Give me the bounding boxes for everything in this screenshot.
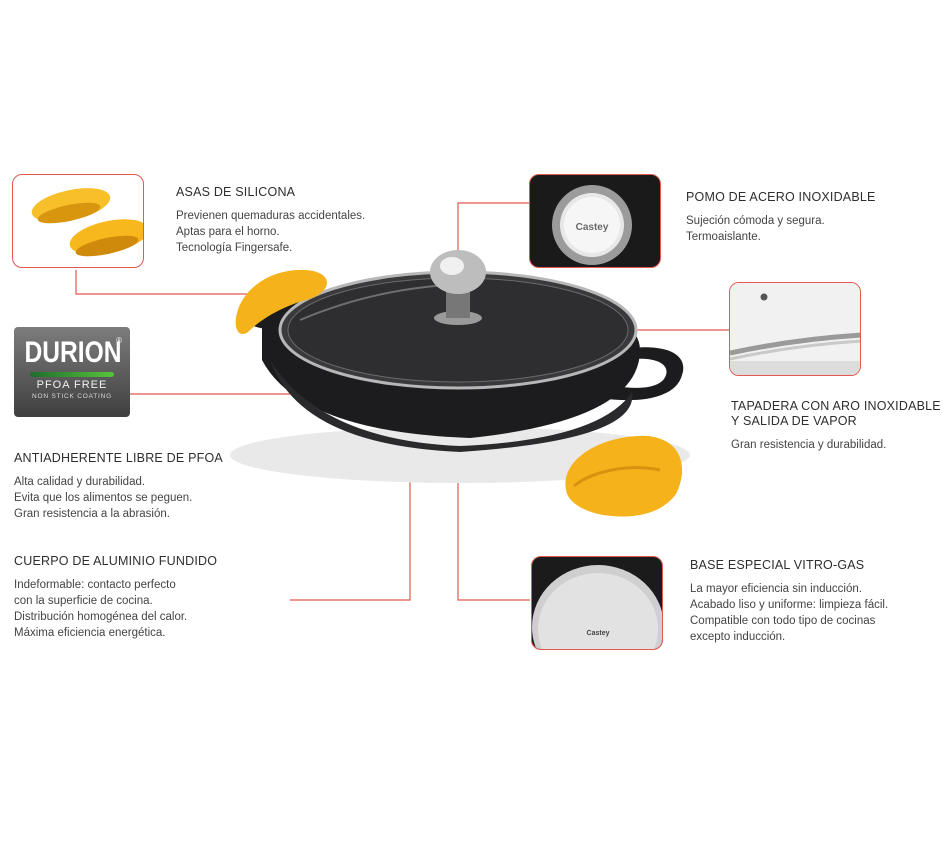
feature-base-title: BASE ESPECIAL VITRO-GAS	[690, 558, 865, 572]
registered-mark: ®	[116, 336, 122, 345]
feature-coating-line: Gran resistencia a la abrasión.	[14, 508, 170, 520]
feature-base-line: Compatible con todo tipo de cocinas	[690, 615, 876, 627]
feature-knob-line: Sujeción cómoda y segura.	[686, 215, 825, 227]
base-brand-text: Castey	[587, 630, 610, 637]
durion-non-stick: NON STICK COATING	[32, 393, 112, 400]
feature-coating-line: Evita que los alimentos se peguen.	[14, 492, 193, 504]
feature-base: BASE ESPECIAL VITRO-GAS La mayor eficien…	[690, 558, 945, 645]
durion-swoosh	[30, 372, 114, 377]
feature-body-title: CUERPO DE ALUMINIO FUNDIDO	[14, 554, 218, 568]
leader-knob	[457, 202, 530, 250]
feature-body-line: Distribución homogénea del calor.	[14, 611, 188, 623]
feature-handles-title: ASAS DE SILICONA	[176, 185, 296, 199]
feature-lid-title-1: TAPADERA CON ARO INOXIDABLE	[731, 399, 941, 413]
feature-knob-title: POMO DE ACERO INOXIDABLE	[686, 190, 876, 204]
feature-base-line: excepto inducción.	[690, 631, 786, 643]
silicone-handles-image	[31, 188, 143, 257]
silicone-handles-thumbnail	[12, 174, 144, 268]
feature-knob-line: Termoaislante.	[686, 231, 761, 243]
feature-body-line: Máxima eficiencia energética.	[14, 627, 166, 639]
base-thumbnail: Castey	[531, 556, 663, 650]
feature-handles-line: Aptas para el horno.	[176, 226, 280, 238]
feature-lid: TAPADERA CON ARO INOXIDABLE Y SALIDA DE …	[731, 399, 949, 453]
leader-handles	[75, 270, 280, 295]
feature-base-line: La mayor eficiencia sin inducción.	[690, 583, 862, 595]
feature-handles-line: Previenen quemaduras accidentales.	[176, 210, 366, 222]
feature-coating-line: Alta calidad y durabilidad.	[14, 476, 146, 488]
leader-base	[457, 460, 530, 601]
base-closeup-image: Castey	[532, 565, 662, 649]
feature-handles: ASAS DE SILICONA Previenen quemaduras ac…	[176, 185, 436, 256]
durion-logo: ® DURION PFOA FREE NON STICK COATING	[14, 327, 130, 417]
durion-pfoa-free: PFOA FREE	[36, 379, 108, 391]
feature-handles-line: Tecnología Fingersafe.	[176, 242, 293, 254]
knob-thumbnail: Castey	[529, 174, 661, 268]
feature-lid-title-2: Y SALIDA DE VAPOR	[731, 414, 857, 428]
lid-rim-image	[730, 283, 860, 375]
leader-body	[290, 430, 411, 601]
feature-knob: POMO DE ACERO INOXIDABLE Sujeción cómoda…	[686, 190, 936, 245]
feature-body-line: con la superficie de cocina.	[14, 595, 153, 607]
feature-base-line: Acabado liso y uniforme: limpieza fácil.	[690, 599, 889, 611]
feature-body: CUERPO DE ALUMINIO FUNDIDO Indeformable:…	[14, 554, 274, 641]
feature-coating-title: ANTIADHERENTE LIBRE DE PFOA	[14, 451, 223, 465]
knob-closeup-image: Castey	[552, 185, 632, 265]
feature-coating: ANTIADHERENTE LIBRE DE PFOA Alta calidad…	[14, 451, 274, 522]
feature-body-line: Indeformable: contacto perfecto	[14, 579, 176, 591]
lid-rim-thumbnail	[729, 282, 861, 376]
knob-brand-text: Castey	[576, 222, 609, 233]
feature-lid-line: Gran resistencia y durabilidad.	[731, 439, 887, 451]
durion-brand-text: DURION	[24, 336, 122, 369]
